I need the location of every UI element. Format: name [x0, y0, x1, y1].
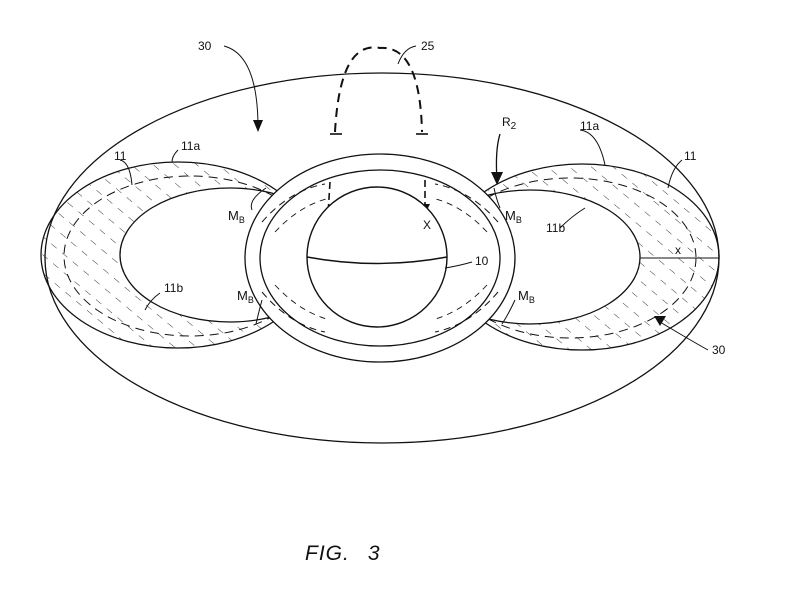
figure-caption: FIG.3 — [305, 542, 381, 565]
label-11a-right: 11a — [580, 119, 599, 133]
label-mb-lower-right: MB — [518, 288, 535, 305]
label-x-sphere: X — [423, 218, 431, 232]
label-11a-left: 11a — [181, 139, 200, 153]
label-11-left: 11 — [114, 149, 127, 163]
label-mb-lower-left: MB — [237, 288, 254, 305]
label-mb-upper-right: MB — [505, 208, 522, 225]
dashed-arc-25 — [330, 45, 428, 135]
leader-lines — [119, 45, 709, 351]
label-10: 10 — [475, 254, 489, 268]
label-r2: R2 — [502, 115, 517, 132]
label-11-right: 11 — [684, 149, 697, 163]
label-11b-lower-left: 11b — [164, 281, 183, 295]
label-25: 25 — [421, 39, 435, 53]
label-11b-upper-right: 11b — [546, 221, 565, 235]
label-30-top: 30 — [198, 39, 212, 53]
label-x-right: x — [675, 243, 681, 257]
label-30-right: 30 — [712, 343, 726, 357]
central-sphere — [306, 186, 448, 328]
label-mb-upper-left: MB — [228, 208, 245, 225]
